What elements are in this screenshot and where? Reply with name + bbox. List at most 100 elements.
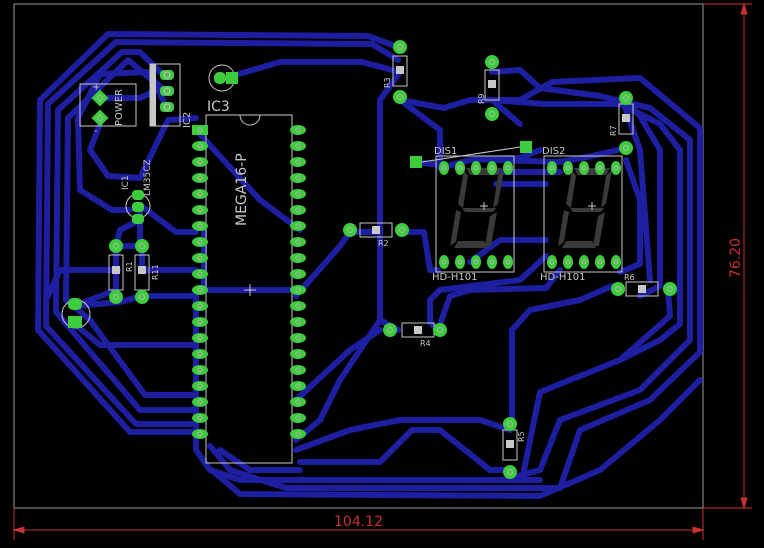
- ic3-pin-hole: [295, 351, 301, 357]
- display-segment: [450, 210, 461, 246]
- power-label: POWER: [114, 89, 125, 126]
- display-pin-hole: [473, 165, 479, 171]
- dis2-name: DIS2: [542, 146, 565, 157]
- svg-text:-: -: [94, 126, 98, 137]
- ic3-pin-hole: [197, 191, 203, 197]
- ic3-pin-hole: [197, 223, 203, 229]
- display-pin-hole: [565, 165, 571, 171]
- display-dis2: DIS2 HD-H101: [540, 146, 623, 283]
- ic3-pin-hole: [295, 367, 301, 373]
- ic3-pin-hole: [295, 127, 301, 133]
- display-pin: [547, 255, 557, 269]
- display-pin-hole: [457, 165, 463, 171]
- dimension-height: [703, 2, 752, 510]
- ic3-pin-hole: [295, 319, 301, 325]
- ic3-pin: [290, 349, 306, 359]
- ic3-pin: [290, 253, 306, 263]
- r11-label: R11: [151, 264, 160, 280]
- ic3-pin: [290, 429, 306, 439]
- ic3-pin: [290, 125, 306, 135]
- ic3-pin-hole: [197, 431, 203, 437]
- ic3-pin: [192, 333, 208, 343]
- r2-label: R2: [378, 239, 389, 248]
- ic3-pin: [192, 301, 208, 311]
- display-pin-hole: [597, 259, 603, 265]
- ic3-pin-hole: [197, 255, 203, 261]
- display-pin: [471, 255, 481, 269]
- resistor-r4: R4: [383, 322, 447, 348]
- ic3-pin-hole: [295, 223, 301, 229]
- ic3-pin: [290, 205, 306, 215]
- svg-text:+: +: [92, 82, 100, 93]
- display-pin-hole: [441, 165, 447, 171]
- ic3-pin-hole: [295, 431, 301, 437]
- ic3-pin-hole: [295, 415, 301, 421]
- power-connector: + - POWER: [79, 82, 137, 137]
- ic3-pin: [290, 317, 306, 327]
- ic3-pin: [192, 141, 208, 151]
- ic3-pin-hole: [295, 383, 301, 389]
- ic3-pin-hole: [295, 143, 301, 149]
- dis1-value: HD-H101: [432, 272, 477, 283]
- display-pin-hole: [441, 259, 447, 265]
- display-pin-hole: [473, 259, 479, 265]
- ic3-pin: [290, 269, 306, 279]
- display-centre-mark: [480, 202, 488, 210]
- r1-label: R1: [125, 261, 134, 272]
- display-pin: [579, 161, 589, 175]
- width-dimension-label: 104.12: [334, 514, 383, 530]
- ic3-pin-hole: [197, 335, 203, 341]
- ic3-pin: [290, 285, 306, 295]
- ic3-pin: [192, 221, 208, 231]
- display-pin: [503, 161, 513, 175]
- ic3-pin: [192, 189, 208, 199]
- ic1-name: IC1: [121, 175, 131, 190]
- display-pin-hole: [581, 165, 587, 171]
- ic3-pin-hole: [295, 303, 301, 309]
- ic3-pin: [290, 237, 306, 247]
- ic3-pin-hole: [197, 303, 203, 309]
- display-pin: [595, 161, 605, 175]
- display-pin-hole: [489, 259, 495, 265]
- ic3-pin-hole: [197, 239, 203, 245]
- r9-label: R9: [477, 93, 486, 104]
- display-pin-hole: [613, 259, 619, 265]
- display-centre-mark: [588, 202, 596, 210]
- ic3-pin-hole: [295, 175, 301, 181]
- resistor-r6: R6: [611, 273, 677, 297]
- display-segment: [462, 208, 496, 212]
- ic3-pin-hole: [197, 351, 203, 357]
- display-pin: [563, 255, 573, 269]
- dimension-width: [12, 508, 705, 540]
- display-segment: [566, 170, 576, 208]
- display-pin-hole: [613, 165, 619, 171]
- r5-label: R5: [517, 431, 526, 442]
- display-pin-hole: [505, 165, 511, 171]
- display-pin: [487, 255, 497, 269]
- display-pin-hole: [489, 165, 495, 171]
- display-segment: [601, 170, 612, 208]
- ic3-pin-hole: [197, 399, 203, 405]
- display-segment: [454, 241, 488, 248]
- display-pin: [611, 255, 621, 269]
- ic3-pin-hole: [295, 271, 301, 277]
- top-transistor: [208, 64, 238, 92]
- ic3-pin: [290, 381, 306, 391]
- ic3-pin-hole: [197, 287, 203, 293]
- resistor-r9: R9: [477, 55, 500, 121]
- display-segment: [485, 212, 497, 246]
- display-pin: [547, 161, 557, 175]
- dis1-name: DIS1: [434, 146, 457, 157]
- ic3-pin: [192, 125, 208, 135]
- ic3-pin: [192, 413, 208, 423]
- ic3-pin-hole: [197, 175, 203, 181]
- ic3-pin: [192, 157, 208, 167]
- ic3-pin-hole: [295, 239, 301, 245]
- ic3-pin-hole: [197, 143, 203, 149]
- ic3-pin-hole: [295, 335, 301, 341]
- ic3-name: IC3: [207, 99, 230, 115]
- ic3-pin: [290, 333, 306, 343]
- ic1-value: LM35CZ: [143, 159, 153, 196]
- jumper-pads: [410, 141, 532, 168]
- ic3-pin-hole: [295, 191, 301, 197]
